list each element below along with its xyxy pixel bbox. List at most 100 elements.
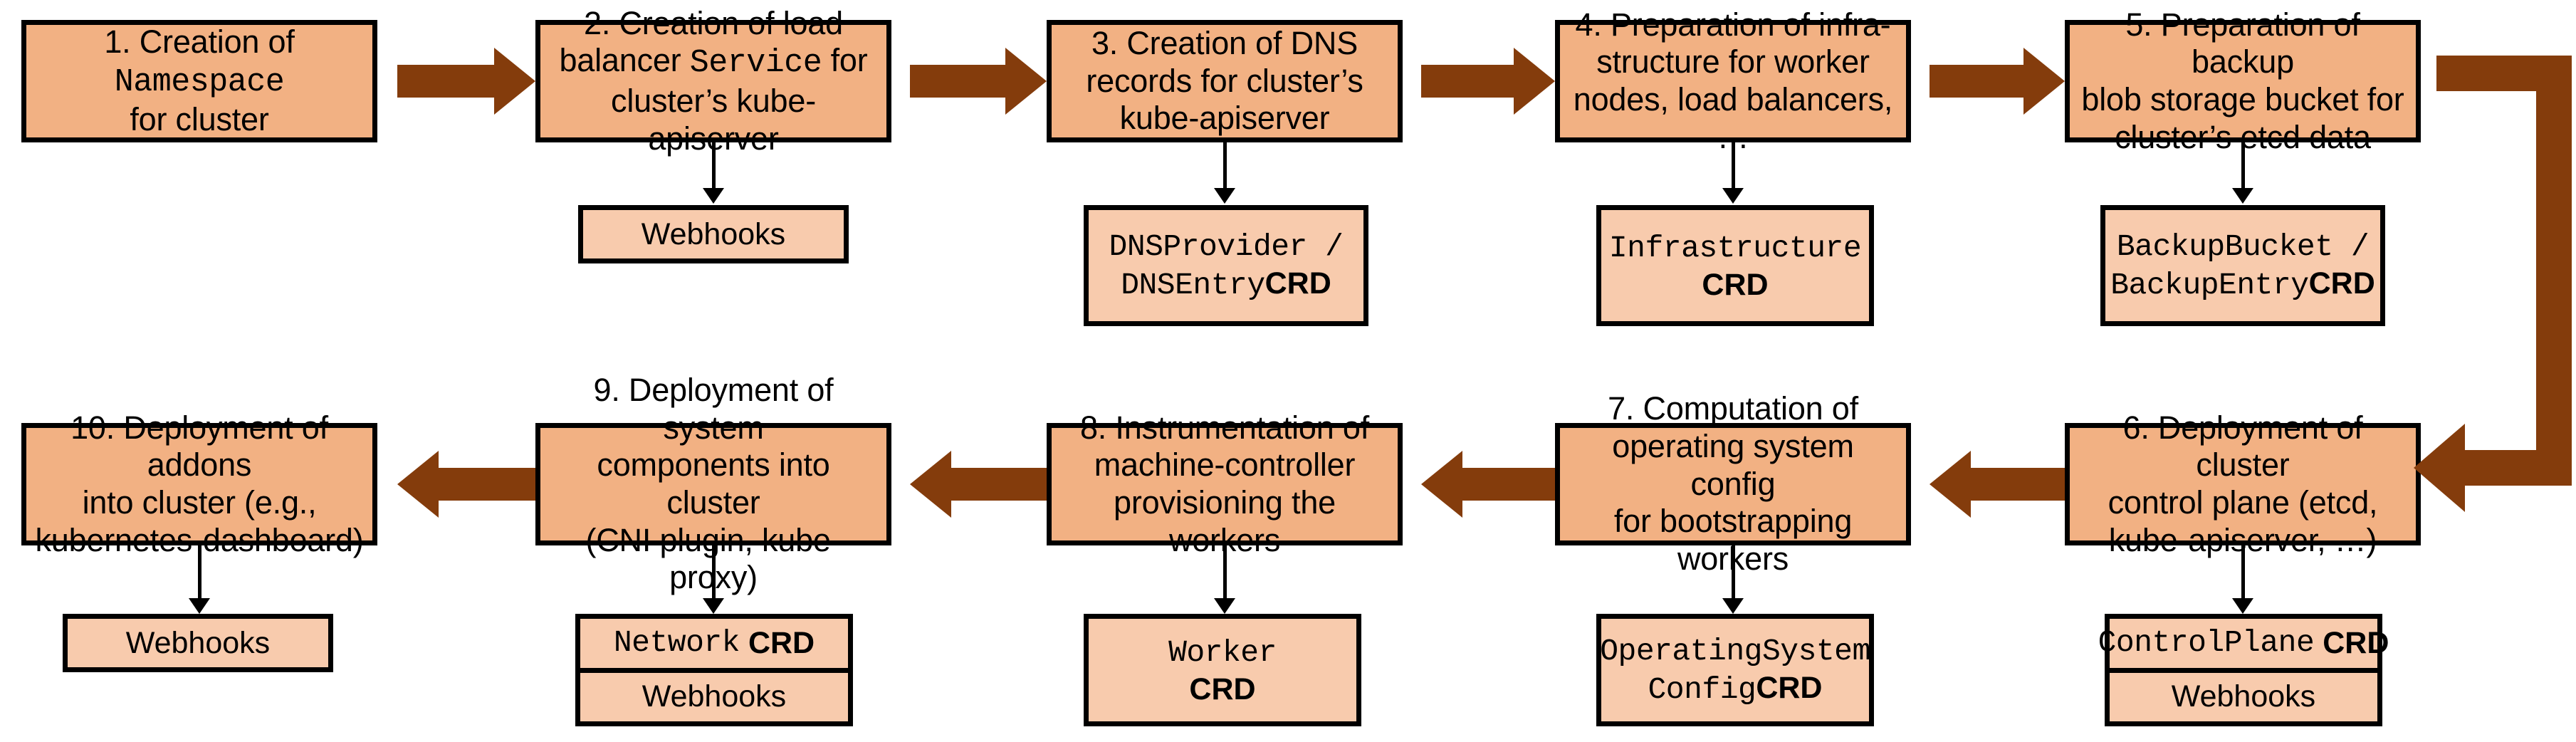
arrowhead-icon	[1722, 598, 1744, 614]
artifact-webhooks-step2[interactable]: Webhooks	[578, 205, 849, 263]
crd-space	[2314, 625, 2323, 662]
artifact-cell: Infrastructure CRD	[1601, 210, 1869, 321]
crd-suffix: CRD	[2308, 266, 2375, 301]
arrow-shaft	[1421, 65, 1514, 98]
link-line	[198, 545, 201, 600]
step-box-7[interactable]: 7. Computation of operating system confi…	[1555, 390, 1911, 577]
link-line	[712, 545, 716, 600]
step-7-line-1: 7. Computation of	[1608, 390, 1858, 427]
step-7-line-2: operating system config	[1612, 428, 1854, 502]
arrow-shaft	[1930, 65, 2023, 98]
step-box-4[interactable]: 4. Preparation of infra- structure for w…	[1555, 6, 1911, 155]
artifact-backupbucket-crd[interactable]: BackupBucket / BackupEntryCRD	[2100, 205, 2385, 326]
artifact-dns-crd[interactable]: DNSProvider / DNSEntryCRD	[1084, 205, 1368, 326]
arrow-shaft	[1462, 468, 1555, 501]
step-box-6[interactable]: 6. Deployment of cluster control plane (…	[2065, 409, 2421, 558]
artifact-cell-webhooks[interactable]: Webhooks	[580, 667, 848, 722]
artifact-network-crd-webhooks[interactable]: Network CRD Webhooks	[575, 614, 853, 726]
link-line	[1732, 545, 1735, 600]
backup-line-1: BackupBucket /	[2116, 227, 2370, 266]
arrow-shaft	[1971, 468, 2065, 501]
step-box-2[interactable]: 2. Creation of load balancer Service for…	[535, 5, 891, 157]
step-box-10[interactable]: 10. Deployment of addons into cluster (e…	[21, 409, 377, 558]
artifact-controlplane-crd-webhooks[interactable]: ControlPlane CRD Webhooks	[2098, 614, 2389, 726]
step-10-line-1: 10. Deployment of addons	[70, 409, 328, 484]
arrow-shaft	[951, 468, 1047, 501]
step-4-text: 4. Preparation of infra- structure for w…	[1560, 6, 1906, 157]
arrowhead-icon	[703, 188, 724, 204]
step-3-line-3: kube-apiserver	[1119, 100, 1330, 137]
artifact-infrastructure-crd[interactable]: Infrastructure CRD	[1596, 205, 1874, 326]
crd-suffix: CRD	[1756, 671, 1823, 705]
step-box-1[interactable]: 1. Creation of Namespace for cluster	[21, 20, 377, 142]
step-box-3[interactable]: 3. Creation of DNS records for cluster’s…	[1047, 20, 1403, 142]
webhooks-label: Webhooks	[2171, 679, 2316, 714]
crd-suffix: CRD	[1702, 267, 1769, 302]
arrow-head-icon	[1930, 451, 1971, 518]
artifact-cell-controlplane[interactable]: ControlPlane CRD	[2098, 619, 2389, 668]
step-box-9[interactable]: 9. Deployment of system components into …	[535, 372, 891, 595]
arrowhead-icon	[189, 598, 210, 614]
arrow-head-icon	[1514, 48, 1555, 115]
step-10-text: 10. Deployment of addons into cluster (e…	[26, 409, 372, 560]
arrowhead-icon	[1214, 598, 1235, 614]
arrow-head-icon	[397, 451, 439, 518]
step-box-8[interactable]: 8. Instrumentation of machine-controller…	[1047, 409, 1403, 558]
webhooks-label: Webhooks	[641, 216, 786, 251]
step-5-line-1: 5. Preparation of backup	[2125, 6, 2360, 80]
arrowhead-icon	[2232, 598, 2253, 614]
step-6-line-1: 6. Deployment of cluster	[2122, 409, 2363, 484]
arrow-head-icon	[1005, 48, 1047, 115]
step-3-line-2: records for cluster’s	[1086, 62, 1363, 99]
webhooks-label: Webhooks	[125, 625, 271, 660]
controlplane-label: ControlPlane	[2098, 625, 2315, 660]
arrow-head-icon	[2414, 424, 2465, 512]
artifact-cell: OperatingSystem ConfigCRD	[1600, 619, 1870, 721]
osc-line-1: OperatingSystem	[1600, 632, 1870, 670]
step-4-line-1: 4. Preparation of infra-	[1575, 6, 1891, 43]
crd-suffix: CRD	[1265, 266, 1331, 301]
backupbucket-label: BackupBucket /	[2116, 229, 2370, 265]
link-line	[2241, 545, 2245, 600]
artifact-cell: DNSProvider / DNSEntryCRD	[1089, 210, 1363, 321]
link-line	[1732, 142, 1735, 189]
arrow-head-icon	[494, 48, 535, 115]
infra-line-1: Infrastructure	[1609, 229, 1862, 267]
arrow-head-icon	[2023, 48, 2065, 115]
step-10-line-2: into cluster (e.g.,	[82, 484, 317, 521]
arrowhead-icon	[2232, 188, 2253, 204]
step-1-text: 1. Creation of Namespace for cluster	[98, 23, 300, 139]
network-label: Network	[613, 625, 740, 660]
crd-suffix: CRD	[2323, 625, 2389, 660]
elbow-segment-bottom	[2465, 450, 2572, 486]
step-1-line-2: Namespace	[114, 63, 285, 100]
arrow-shaft	[397, 65, 494, 98]
worker-line-2: CRD	[1189, 672, 1255, 708]
step-9-text: 9. Deployment of system components into …	[540, 372, 886, 597]
crd-suffix: CRD	[1189, 672, 1256, 706]
step-4-line-2: structure for worker	[1596, 43, 1870, 80]
config-label: Config	[1648, 672, 1756, 707]
artifact-cell: BackupBucket / BackupEntryCRD	[2105, 210, 2380, 321]
arrow-shaft	[439, 468, 535, 501]
step-9-line-1: 9. Deployment of system	[593, 372, 834, 446]
infra-line-2: CRD	[1702, 267, 1768, 303]
artifact-cell-webhooks[interactable]: Webhooks	[2110, 667, 2377, 722]
step-box-5[interactable]: 5. Preparation of backup blob storage bu…	[2065, 6, 2421, 155]
step-2-line-2b: Service	[689, 45, 822, 82]
dns-line-1: DNSProvider /	[1109, 227, 1344, 266]
artifact-worker-crd[interactable]: Worker CRD	[1084, 614, 1361, 726]
osc-line-2: ConfigCRD	[1648, 670, 1823, 709]
artifact-operatingsystemconfig-crd[interactable]: OperatingSystem ConfigCRD	[1596, 614, 1874, 726]
step-6-line-2: control plane (etcd,	[2108, 484, 2378, 521]
worker-line-1: Worker	[1168, 633, 1277, 672]
arrow-step5-to-step6	[2414, 56, 2576, 512]
arrow-head-icon	[1421, 451, 1462, 518]
artifact-cell-network[interactable]: Network CRD	[580, 619, 848, 668]
step-1-line-1: 1. Creation of	[104, 23, 295, 61]
artifact-webhooks-step10[interactable]: Webhooks	[63, 614, 333, 672]
link-line	[1223, 545, 1227, 600]
step-7-text: 7. Computation of operating system confi…	[1560, 390, 1906, 578]
step-1-line-3: for cluster	[130, 101, 269, 138]
